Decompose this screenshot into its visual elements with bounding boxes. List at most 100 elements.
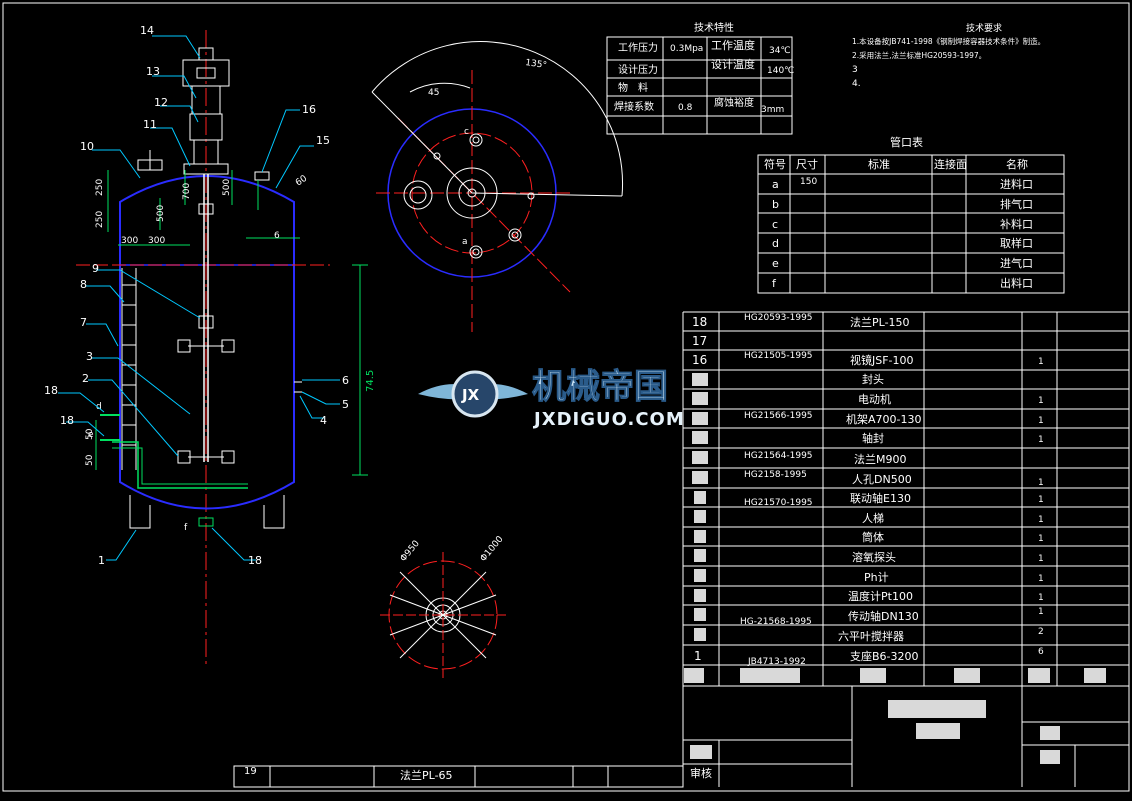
nozzle-r1-name: 排气口 — [1000, 197, 1033, 211]
note-line-4: 4. — [852, 79, 861, 89]
dim-6: 6 — [274, 231, 280, 241]
vessel-shell — [119, 175, 295, 510]
part-label-4: 4 — [320, 414, 327, 427]
bom-qty-17: 6 — [1038, 647, 1044, 657]
bom-no-19: 19 — [244, 766, 257, 777]
bom-qty-11: 1 — [1038, 534, 1044, 544]
nozzle-r0-sym: a — [772, 178, 779, 191]
bom-qty-13: 1 — [1038, 574, 1044, 584]
tech-r3-c2: 腐蚀裕度 — [714, 96, 754, 109]
bom-name-3: 封头 — [862, 372, 884, 386]
tech-r1-c0: 设计压力 — [618, 63, 658, 76]
review-label: 审核 — [690, 766, 712, 780]
notes-title: 技术要求 — [966, 22, 1002, 34]
nozzle-r0-name: 进料口 — [1000, 177, 1033, 191]
dim-250b: 250 — [95, 211, 105, 228]
tech-r0-c0: 工作压力 — [618, 41, 658, 54]
nozzle-hdr-1: 尺寸 — [796, 157, 818, 171]
dim-74-5: 74.5 — [365, 370, 376, 392]
dim-dia1000: Φ1000 — [479, 534, 506, 564]
tech-r0-c3: 34℃ — [769, 46, 791, 56]
bom-name-2: 视镜JSF-100 — [850, 353, 914, 367]
support-right — [263, 495, 285, 529]
bom-no-0: 18 — [692, 315, 707, 329]
nozzle-hdr-4: 名称 — [1006, 157, 1028, 171]
bom-blurred-numbers — [692, 373, 708, 641]
bom-name-7: 法兰M900 — [854, 452, 907, 466]
watermark-badge: JX — [461, 386, 480, 404]
mark-c: c — [464, 127, 469, 137]
bom-qty-4: 1 — [1038, 396, 1044, 406]
dim-300b: 300 — [148, 236, 165, 246]
gear-icon — [451, 370, 499, 418]
bom-name-4: 电动机 — [858, 392, 891, 406]
part-label-18b: 18 — [60, 414, 74, 427]
tech-r0-c1: 0.3Mpa — [670, 44, 703, 54]
support-left — [129, 495, 151, 529]
shaft-seal — [183, 163, 229, 175]
inlet-pipe — [112, 441, 248, 489]
bill-of-materials: 18 HG20593-1995 法兰PL-150 17 16 HG21505-1… — [233, 311, 1129, 788]
nozzle-r3-sym: d — [772, 237, 779, 250]
tech-r2-c0: 物 料 — [618, 81, 648, 94]
technical-notes: 技术要求 1.本设备按JB741-1998《钢制焊接容器技术条件》制造。 2.采… — [852, 22, 1045, 89]
tech-r0-c2: 工作温度 — [711, 38, 755, 52]
bom-qty-5: 1 — [1038, 416, 1044, 426]
dim-250: 250 — [95, 179, 105, 196]
bom-std-17: JB4713-1992 — [747, 657, 806, 667]
dim-45: 45 — [428, 88, 439, 98]
part-number-labels: 14 13 12 11 10 16 15 9 8 7 3 2 18 18 1 1… — [44, 24, 349, 567]
part-label-18c: 18 — [248, 554, 262, 567]
part-label-16: 16 — [302, 103, 316, 116]
bom-std-7: HG21564-1995 — [744, 451, 813, 461]
bom-name-14: 温度计Pt100 — [848, 589, 913, 603]
title-block-blurred — [690, 700, 1060, 764]
bom-qty-8: 1 — [1038, 478, 1044, 488]
shaft-coupling — [198, 315, 214, 329]
tech-r3-c0: 焊接系数 — [614, 100, 654, 113]
nozzle-r5-sym: f — [772, 277, 777, 290]
bom-qty-6: 1 — [1038, 435, 1044, 445]
tech-r3-c1: 0.8 — [678, 103, 693, 113]
nozzle-r2-name: 补料口 — [1000, 217, 1033, 231]
tech-table-title: 技术特性 — [694, 21, 734, 34]
bom-std-2: HG21505-1995 — [744, 351, 813, 361]
manhole — [403, 180, 433, 210]
part-label-2: 2 — [82, 372, 89, 385]
dim-500b: 500 — [222, 179, 232, 196]
nozzle-r0-size: 150 — [800, 177, 817, 187]
watermark-en: JXDIGUO.COM — [532, 409, 685, 430]
bottom-detail-view: Φ950 Φ1000 — [380, 534, 506, 678]
bom-qty-15: 1 — [1038, 607, 1044, 617]
bom-name-15: 传动轴DN130 — [848, 609, 919, 623]
vessel-front-view: 250 250 500 700 500 300 300 74.5 50 50 6… — [44, 24, 376, 668]
bom-qty-12: 1 — [1038, 554, 1044, 564]
vessel-top-view: 135° 45 c a — [371, 41, 624, 332]
part-label-15: 15 — [316, 134, 330, 147]
bom-qty-16: 2 — [1038, 627, 1044, 637]
dim-50b: 50 — [85, 454, 95, 466]
bom-name-5: 机架A700-130 — [846, 412, 922, 426]
bom-name-8: 人孔DN500 — [852, 473, 912, 486]
bom-std-5: HG21566-1995 — [744, 411, 813, 421]
bom-name-11: 筒体 — [862, 530, 884, 544]
dim-50a: 50 — [85, 428, 95, 440]
bom-no-17: 1 — [694, 649, 702, 663]
part-label-7: 7 — [80, 316, 87, 329]
tech-r1-c2: 设计温度 — [711, 57, 755, 71]
watermark-cn: 机械帝国 — [532, 367, 668, 407]
part-label-1: 1 — [98, 554, 105, 567]
bom-header-row — [684, 668, 1106, 683]
mark-f: f — [184, 523, 188, 533]
nozzle-r4-sym: e — [772, 257, 779, 270]
bom-qty-2: 1 — [1038, 357, 1044, 367]
dim-300a: 300 — [121, 236, 138, 246]
upper-impeller — [177, 339, 235, 353]
part-label-12: 12 — [154, 96, 168, 109]
bom-qty-14: 1 — [1038, 593, 1044, 603]
part-label-14: 14 — [140, 24, 154, 37]
bom-name-16: 六平叶搅拌器 — [838, 629, 904, 643]
